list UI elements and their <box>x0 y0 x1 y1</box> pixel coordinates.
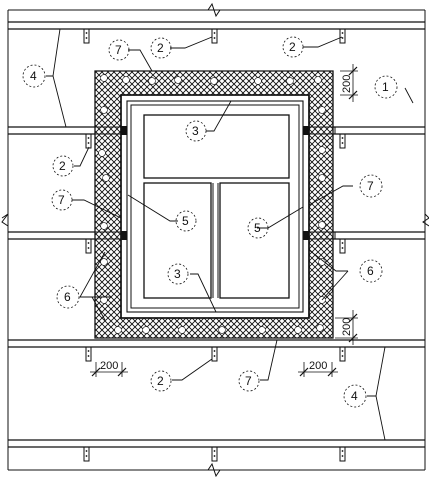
window-frame <box>120 94 310 319</box>
svg-text:7: 7 <box>115 43 122 57</box>
label-2-top-left: 2 <box>150 37 172 59</box>
bracket-row-3 <box>85 238 346 254</box>
label-1: 1 <box>374 75 398 99</box>
svg-text:2: 2 <box>289 40 296 54</box>
label-4-top: 4 <box>22 64 46 88</box>
svg-text:2: 2 <box>157 41 164 55</box>
svg-text:4: 4 <box>351 389 358 403</box>
brackets <box>83 28 346 462</box>
label-7-left: 7 <box>51 189 73 211</box>
bracket-row-2 <box>85 133 346 149</box>
label-7-top: 7 <box>108 39 130 61</box>
bracket-row-top <box>83 28 346 44</box>
svg-text:7: 7 <box>245 374 252 388</box>
rail-fasteners <box>94 126 336 240</box>
label-bubbles: 4 7 2 2 1 3 2 7 <box>22 36 398 408</box>
label-5-left: 5 <box>175 210 197 232</box>
outer-frame <box>7 9 426 471</box>
label-2-left: 2 <box>52 155 74 177</box>
svg-text:2: 2 <box>59 159 66 173</box>
svg-text:1: 1 <box>382 80 389 94</box>
svg-text:6: 6 <box>64 290 71 304</box>
label-7-right: 7 <box>359 174 383 198</box>
label-3-top: 3 <box>185 120 207 142</box>
dimension-bottom-right-h: 200 <box>298 360 338 377</box>
label-4-bottom: 4 <box>343 384 367 408</box>
dim-200-bottom: 200 <box>341 318 353 336</box>
label-2-top-right: 2 <box>282 36 304 58</box>
bracket-row-bottom <box>83 446 346 462</box>
svg-text:5: 5 <box>254 221 261 235</box>
label-6-left: 6 <box>56 285 80 309</box>
svg-text:2: 2 <box>157 374 164 388</box>
label-5-right: 5 <box>247 217 269 239</box>
dim-200-left: 200 <box>100 360 118 372</box>
dimension-bottom-right: 200 <box>335 310 358 345</box>
svg-text:7: 7 <box>58 193 65 207</box>
label-3-bottom: 3 <box>167 263 189 285</box>
label-2-bottom: 2 <box>150 370 172 392</box>
svg-text:3: 3 <box>192 124 199 138</box>
dim-200-right: 200 <box>309 360 327 372</box>
dim-200-top: 200 <box>341 75 353 93</box>
dimension-bottom-left: 200 <box>90 360 128 377</box>
svg-text:7: 7 <box>367 179 374 193</box>
label-6-right: 6 <box>359 259 383 283</box>
svg-text:6: 6 <box>367 264 374 278</box>
svg-text:4: 4 <box>30 69 37 83</box>
svg-text:5: 5 <box>182 214 189 228</box>
bracket-row-4 <box>85 346 346 362</box>
dimension-top-right: 200 <box>340 64 358 102</box>
svg-text:3: 3 <box>174 267 181 281</box>
label-7-bottom: 7 <box>238 370 260 392</box>
